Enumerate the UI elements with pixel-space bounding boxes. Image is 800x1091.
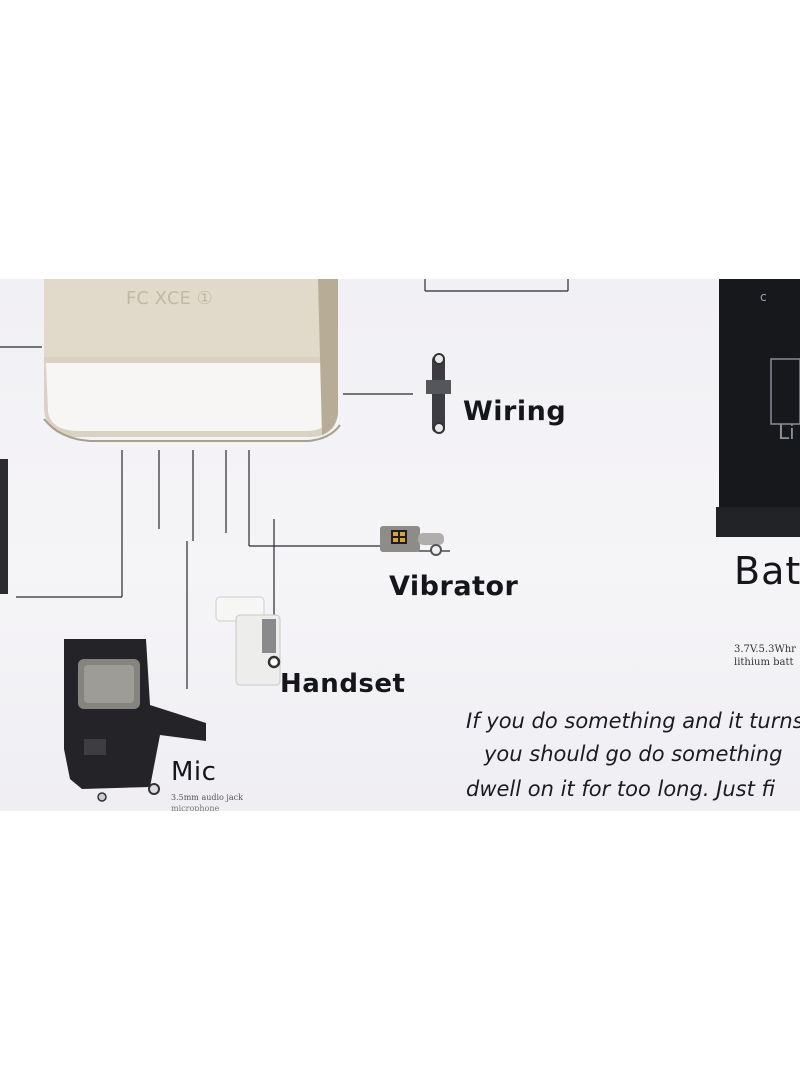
- vibrator-part: [380, 526, 444, 556]
- wiring-label: Wiring: [463, 396, 567, 427]
- handset-part: [215, 596, 281, 686]
- handset-label: Handset: [280, 669, 406, 699]
- mic-note-2: microphone: [171, 804, 220, 811]
- mic-label: Mic: [171, 757, 217, 787]
- battery-brand-mark: c: [760, 290, 767, 304]
- left-component-edge: [0, 459, 8, 594]
- battery-logo: Li: [778, 420, 795, 444]
- battery-label: Batt: [734, 549, 800, 593]
- speaker-part: [64, 639, 206, 802]
- battery-spec-voltage: 3.7V.5.3Whr: [734, 644, 796, 655]
- components-illustration: FC ⅩCE ①: [0, 279, 800, 802]
- vibrator-label: Vibrator: [389, 571, 519, 602]
- quote-line-3: dwell on it for too long. Just fi: [466, 777, 776, 801]
- quote-line-1: If you do something and it turns: [466, 709, 800, 733]
- phone-regulatory-marking: FC ⅩCE ①: [126, 288, 213, 309]
- iphone-back: FC ⅩCE ①: [43, 279, 341, 442]
- battery-spec-type: lithium batt: [734, 657, 794, 668]
- battery-part: c Li: [716, 279, 800, 537]
- mic-note: 3.5mm audio jack: [171, 793, 243, 802]
- photo-frame: FC ⅩCE ①: [0, 279, 800, 811]
- wiring-part: [426, 353, 451, 434]
- quote-line-2: you should go do something: [484, 742, 783, 766]
- connector-lines: [0, 279, 569, 689]
